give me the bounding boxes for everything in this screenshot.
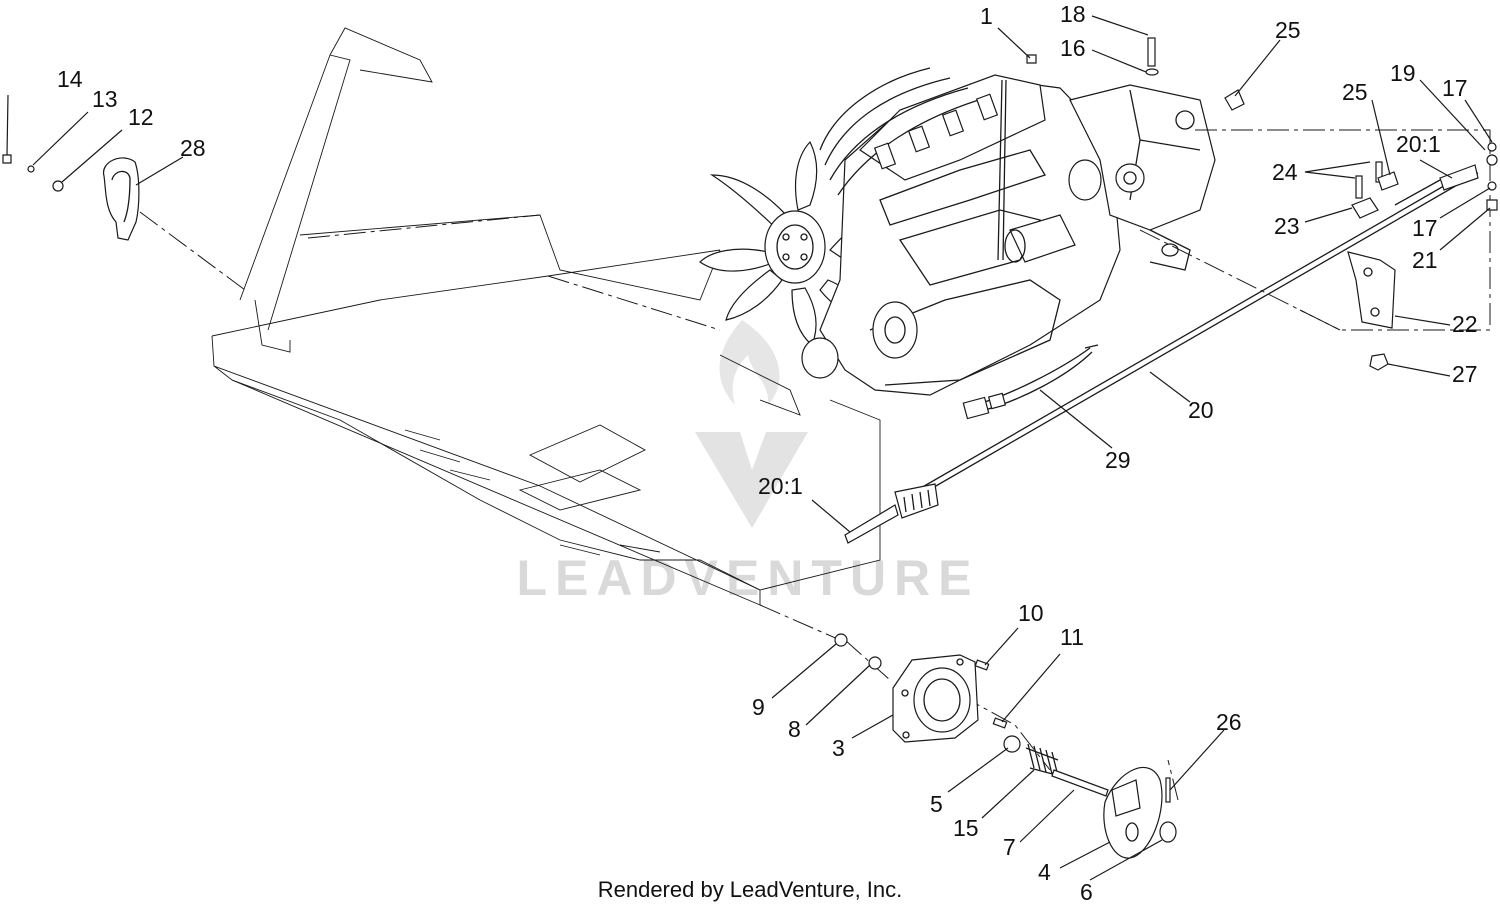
washer-9 [834, 633, 848, 647]
screw-10 [974, 659, 990, 671]
callout-29: 29 [1105, 447, 1131, 473]
pump-bracket [1149, 229, 1191, 271]
callout-26: 26 [1216, 709, 1242, 735]
callout-27: 27 [1452, 361, 1478, 387]
callout-5: 5 [930, 791, 943, 817]
engine-filter [1068, 159, 1102, 201]
frame-upright-tube [239, 27, 433, 331]
cable-rod-lower [844, 504, 899, 544]
callout-17-top: 17 [1442, 75, 1468, 101]
spring-15 [1025, 743, 1061, 777]
engine-pulley [872, 301, 918, 359]
throttle-cable [844, 164, 1479, 544]
clamp-25b [1377, 171, 1399, 191]
watermark: LEADVENTURE [516, 320, 979, 606]
screw-11 [992, 717, 1008, 729]
callout-20: 20 [1188, 397, 1214, 423]
callout-12: 12 [128, 104, 154, 130]
callout-4: 4 [1038, 859, 1051, 885]
frame-cutout-left [518, 469, 642, 511]
frame-cross-member [299, 214, 721, 301]
engine-assembly [699, 67, 1216, 396]
callout-23: 23 [1274, 213, 1300, 239]
injector-1 [873, 142, 897, 170]
mount-bracket [1347, 251, 1396, 329]
callout-15: 15 [953, 815, 979, 841]
washer-19 [1486, 154, 1498, 166]
callout-25-top: 25 [1275, 17, 1301, 43]
assembly-centerlines [139, 129, 1491, 801]
nut-21 [1486, 199, 1498, 211]
callout-leaders [6, 15, 1493, 881]
watermark-v-icon [695, 432, 808, 528]
engine-dipstick [997, 79, 1007, 261]
callout-1: 1 [980, 3, 993, 29]
callout-10: 10 [1018, 600, 1044, 626]
callout-9: 9 [752, 694, 765, 720]
washer-8 [868, 656, 882, 670]
callout-21: 21 [1412, 247, 1438, 273]
clamp-25a [1224, 89, 1245, 111]
harness-connector [962, 396, 990, 420]
callout-13: 13 [92, 86, 118, 112]
callout-20-1-lower: 20:1 [758, 473, 803, 499]
callout-28: 28 [180, 135, 206, 161]
callout-19: 19 [1390, 60, 1416, 86]
callout-11: 11 [1060, 624, 1084, 650]
callout-18: 18 [1060, 1, 1086, 27]
nut-14 [2, 154, 12, 164]
pin-26 [1165, 777, 1171, 803]
clamp-28 [103, 157, 140, 241]
callout-20-1-top: 20:1 [1396, 131, 1441, 157]
spacer-6 [1159, 821, 1177, 843]
frame-upright-brace [254, 299, 291, 353]
frame-rear-lip [719, 354, 801, 416]
callout-14: 14 [57, 66, 83, 92]
washer-17a [1487, 142, 1497, 152]
callout-7: 7 [1003, 834, 1016, 860]
engine-starter [1009, 214, 1076, 263]
shaft-7 [1051, 769, 1109, 797]
callout-17-lower: 17 [1412, 215, 1438, 241]
cable-clamp [1351, 197, 1379, 219]
frame-slots [404, 429, 661, 556]
frame-side-plate [231, 379, 761, 591]
injector-3 [941, 109, 965, 137]
wire-harness [962, 344, 1099, 420]
callout-24: 24 [1272, 159, 1298, 185]
plate-4 [1103, 767, 1163, 859]
clutch-3 [892, 654, 979, 743]
watermark-flame-icon [719, 320, 780, 405]
washer-13 [27, 165, 35, 173]
callout-22: 22 [1452, 311, 1478, 337]
callout-8: 8 [788, 716, 801, 742]
hydro-pump [1069, 84, 1216, 231]
clutch-assembly [834, 633, 1177, 859]
callout-16: 16 [1060, 35, 1086, 61]
engine-lower-pulley [801, 337, 839, 379]
washer-12 [52, 180, 64, 192]
nut-27 [1369, 353, 1389, 371]
cable-fitting-upper [1439, 164, 1479, 191]
screw-24a [1355, 175, 1363, 199]
callout-3: 3 [832, 735, 845, 761]
engine-oil-pan [869, 279, 1061, 386]
callout-labels: 1 18 16 25 25 19 17 20:1 24 23 17 21 22 … [57, 1, 1478, 905]
injector-2 [907, 125, 931, 153]
footer-credit: Rendered by LeadVenture, Inc. [598, 877, 903, 902]
left-clamp-parts [2, 154, 140, 241]
cable-end-lower [894, 483, 939, 519]
injector-4 [975, 93, 999, 121]
callout-6: 6 [1080, 879, 1093, 905]
callout-25-right: 25 [1342, 79, 1368, 105]
frame-assembly [211, 27, 881, 606]
watermark-text: LEADVENTURE [516, 550, 979, 606]
injector-lines [819, 67, 986, 196]
frame-cutout-center [528, 424, 646, 483]
bolt-18 [1147, 37, 1156, 67]
washer-16 [1145, 68, 1159, 76]
